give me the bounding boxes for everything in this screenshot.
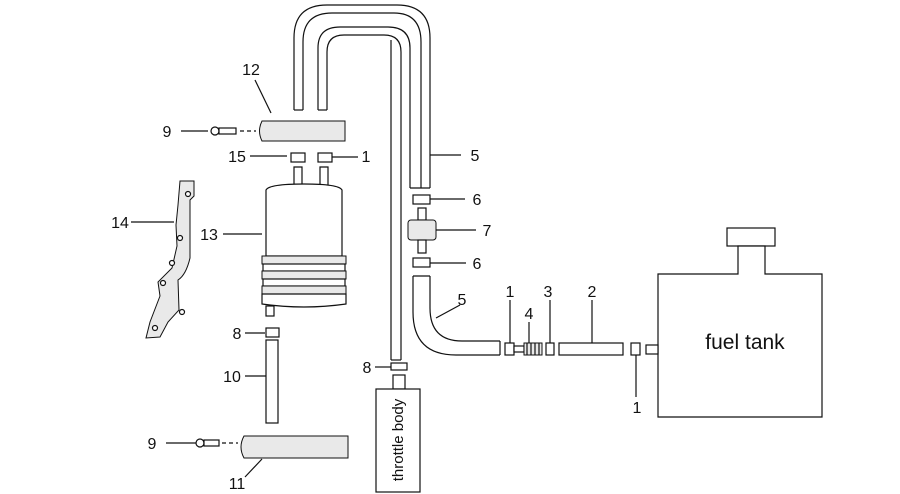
hose-2: [558, 342, 624, 356]
screw-shaft-bottom: [203, 439, 220, 447]
clamp-1-mid: [504, 342, 515, 356]
check-valve-assembly: [407, 194, 437, 268]
callout-7: 7: [483, 223, 492, 240]
cap-1-top: [317, 152, 333, 163]
hose-clamp-6-bottom: [412, 257, 431, 268]
screw-head-bottom: [195, 438, 205, 448]
callout-5-bottom: 5: [458, 292, 467, 309]
callout-1-mid: 1: [506, 284, 515, 301]
clamp-3: [545, 342, 555, 356]
check-valve: [407, 219, 437, 241]
callout-10: 10: [223, 369, 241, 386]
callout-11: 11: [229, 476, 246, 493]
callout-12: 12: [242, 62, 260, 79]
callout-8-mid: 8: [363, 360, 372, 377]
clamp-8-mid: [390, 362, 408, 371]
screw-shaft-top: [218, 127, 237, 135]
callout-13: 13: [200, 227, 218, 244]
fuel-tank: fuel tank: [645, 227, 823, 418]
throttle-body-label: throttle body: [390, 398, 407, 481]
callout-1-top: 1: [362, 149, 371, 166]
tank-cap: [726, 227, 776, 247]
callout-9-top: 9: [163, 124, 172, 141]
callout-15: 15: [228, 149, 246, 166]
screw-head-top: [210, 126, 220, 136]
callout-4: 4: [525, 306, 534, 323]
callout-9-bottom: 9: [148, 436, 157, 453]
callout-8-left: 8: [233, 326, 242, 343]
bottom-hose-and-screw: [195, 435, 349, 459]
inline-parts: [504, 342, 641, 356]
hose-11: [240, 435, 349, 459]
throttle-body-box: [375, 388, 421, 493]
valve-nipple-top: [417, 207, 427, 221]
bracket-14: [145, 180, 195, 339]
leader-lines: [131, 79, 637, 478]
hose-12: [259, 120, 346, 142]
charcoal-canister: [261, 152, 347, 338]
throttle-body: throttle body: [375, 362, 421, 493]
filter-stub: [513, 345, 525, 353]
callout-5-top: 5: [471, 148, 480, 165]
upper-loop-hose: [293, 4, 431, 361]
clamp-1-tank: [630, 342, 641, 356]
callouts: 12 9 15 1 14 13 8 10 9 11 5 6 7 6 5 1 4 …: [111, 62, 641, 493]
throttle-nipple: [392, 374, 406, 390]
top-hose-and-screw: [210, 120, 346, 142]
fuel-tank-label: fuel tank: [705, 331, 785, 354]
callout-6-top: 6: [473, 192, 482, 209]
callout-14: 14: [111, 215, 129, 232]
clamp-8-left: [265, 327, 280, 338]
callout-3: 3: [544, 284, 553, 301]
hose-10: [265, 339, 279, 424]
inline-filter-4: [523, 342, 543, 356]
callout-2: 2: [588, 284, 597, 301]
cap-15: [290, 152, 306, 163]
valve-nipple-bottom: [417, 239, 427, 254]
lower-bent-hose: [412, 275, 501, 356]
hose-clamp-6-top: [412, 194, 431, 205]
callout-1-tank: 1: [633, 400, 642, 417]
callout-6-bottom: 6: [473, 256, 482, 273]
tank-vent-port: [645, 344, 659, 355]
